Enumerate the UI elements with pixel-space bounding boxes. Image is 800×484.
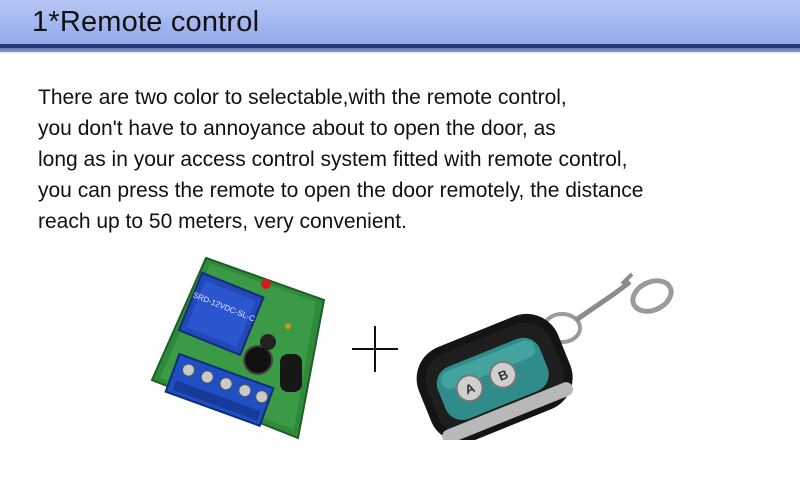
description-line: you don't have to annoyance about to ope… <box>38 117 556 140</box>
description-line: There are two color to selectable,with t… <box>38 86 567 109</box>
description-line: you can press the remote to open the doo… <box>38 179 644 202</box>
description-line: reach up to 50 meters, very convenient. <box>38 210 407 233</box>
relay-receiver-board-image: SRD-12VDC-SL-C <box>150 256 326 440</box>
plus-icon <box>352 326 398 372</box>
section-header: 1*Remote control <box>0 0 800 54</box>
header-divider <box>0 44 800 48</box>
header-shadow <box>0 48 800 54</box>
description-line: long as in your access control system fi… <box>38 148 628 171</box>
description-text: There are two color to selectable,with t… <box>38 82 778 237</box>
section-title: 1*Remote control <box>32 6 260 38</box>
remote-fob-image: A B <box>416 272 674 440</box>
